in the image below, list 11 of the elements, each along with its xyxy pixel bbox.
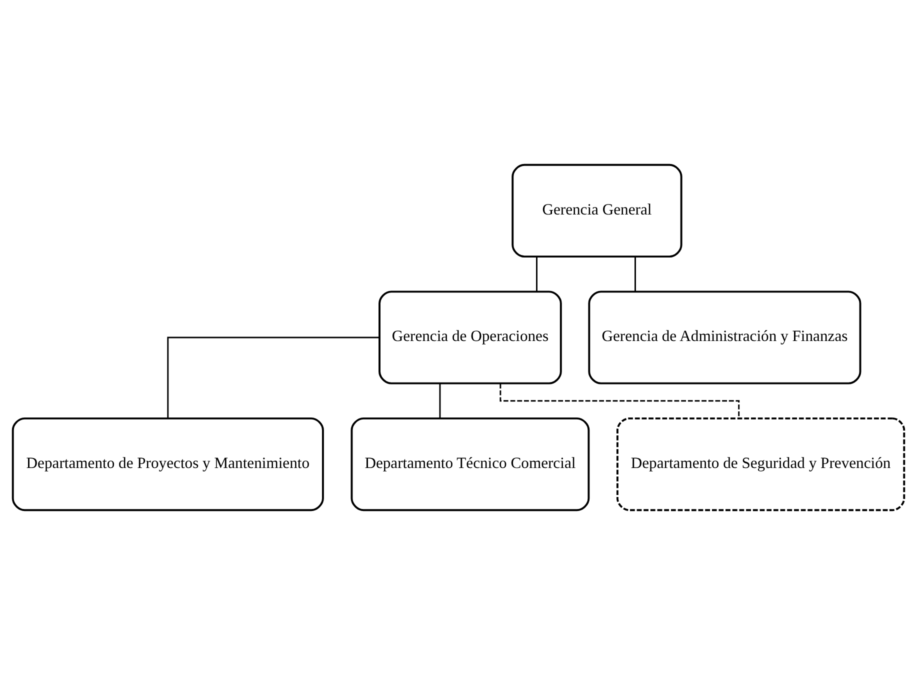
connector <box>167 336 380 418</box>
node-box: Gerencia General <box>512 164 682 258</box>
node-box: Gerencia de Administración y Finanzas <box>588 290 862 384</box>
node-box: Departamento de Seguridad y Prevención <box>616 417 906 512</box>
connector <box>634 256 636 292</box>
connector <box>439 384 441 418</box>
connector <box>500 384 740 418</box>
node-box: Departamento Técnico Comercial <box>350 417 590 512</box>
connector <box>536 256 538 292</box>
node-box: Departamento de Proyectos y Mantenimiento <box>12 417 324 512</box>
node-box: Gerencia de Operaciones <box>378 290 562 384</box>
